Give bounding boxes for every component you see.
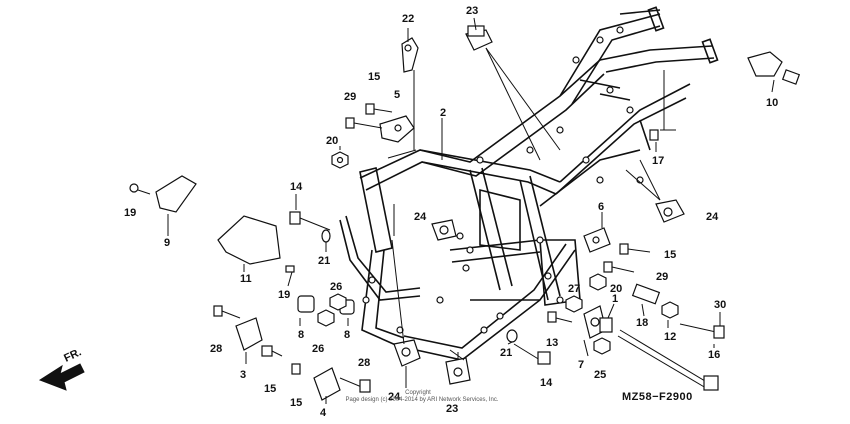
bolt-29-upper xyxy=(345,117,383,129)
label-21-lower: 21 xyxy=(500,347,512,359)
nut-12 xyxy=(661,301,679,319)
label-15-lower-left: 15 xyxy=(264,383,276,395)
bolt-15-lower xyxy=(291,363,301,375)
clamp-24-left xyxy=(431,219,457,241)
bolt-14-lower xyxy=(513,343,551,365)
bracket-3 xyxy=(235,317,263,351)
label-23-bottom: 23 xyxy=(446,403,458,415)
label-4: 4 xyxy=(320,407,327,419)
nut-26-left xyxy=(317,309,335,327)
label-7: 7 xyxy=(578,359,584,371)
label-26-left: 26 xyxy=(312,343,324,355)
label-29-right: 29 xyxy=(656,271,668,283)
label-19-upper: 19 xyxy=(124,207,136,219)
label-26-right: 26 xyxy=(330,281,342,293)
label-28-lower: 28 xyxy=(358,357,370,369)
label-24-left: 24 xyxy=(414,211,427,223)
clip-22 xyxy=(401,37,419,73)
label-9: 9 xyxy=(164,237,170,249)
label-30: 30 xyxy=(714,299,726,311)
label-19-lower: 19 xyxy=(278,289,290,301)
nut-20-upper xyxy=(331,151,349,169)
label-24-bottom: 24 xyxy=(388,391,401,403)
front-label: FR. xyxy=(62,346,83,364)
collar-21-lower xyxy=(506,329,518,343)
bracket-6 xyxy=(583,227,611,253)
collar-18 xyxy=(631,283,661,305)
leader-lines xyxy=(167,17,775,404)
label-12: 12 xyxy=(664,331,676,343)
label-10: 10 xyxy=(766,97,778,109)
nut-27 xyxy=(565,295,583,313)
nut-25 xyxy=(593,337,611,355)
label-3: 3 xyxy=(240,369,246,381)
main-frame xyxy=(339,6,719,361)
label-6: 6 xyxy=(598,201,604,213)
label-8-left: 8 xyxy=(298,329,304,341)
clamp-23-bottom xyxy=(445,357,471,385)
label-22: 22 xyxy=(402,13,414,25)
diagram-code: MZ58−F2900 xyxy=(622,391,693,403)
bracket-5 xyxy=(379,115,415,143)
label-8-right: 8 xyxy=(344,329,350,341)
bolt-14-upper xyxy=(289,211,331,231)
bracket-4 xyxy=(313,367,341,401)
bolt-30 xyxy=(679,323,725,339)
bolt-16 xyxy=(617,329,719,391)
frame-holes xyxy=(362,26,644,334)
bolt-28-lower xyxy=(339,377,371,393)
label-2: 2 xyxy=(440,107,446,119)
part-labels: 22 23 15 29 5 2 20 10 17 19 9 14 24 21 1… xyxy=(124,5,778,419)
screw-19-upper xyxy=(129,183,151,195)
spacer-8-left xyxy=(297,295,315,313)
spacer-1 xyxy=(599,317,613,333)
label-16: 16 xyxy=(708,349,720,361)
copyright-line-2: Page design (c) 2004-2014 by ARI Network… xyxy=(345,397,498,403)
bolt-17 xyxy=(649,129,659,141)
label-28-left: 28 xyxy=(210,343,222,355)
label-14-lower: 14 xyxy=(540,377,553,389)
label-23-top: 23 xyxy=(466,5,478,17)
label-15-upper: 15 xyxy=(368,71,380,83)
front-direction-arrow: FR. xyxy=(38,346,85,391)
label-15-lower: 15 xyxy=(290,397,302,409)
label-14-upper: 14 xyxy=(290,181,303,193)
label-24-right: 24 xyxy=(706,211,719,223)
collar-21-upper xyxy=(321,229,331,243)
clamp-23-top xyxy=(465,25,493,51)
bolt-13 xyxy=(547,311,573,323)
guard-11 xyxy=(217,215,281,265)
label-29-upper: 29 xyxy=(344,91,356,103)
nut-26-right xyxy=(329,293,347,311)
clamp-24-bottom xyxy=(393,339,421,367)
label-17: 17 xyxy=(652,155,664,167)
label-5: 5 xyxy=(394,89,400,101)
nut-20-right xyxy=(589,273,607,291)
label-11: 11 xyxy=(240,273,252,285)
label-13: 13 xyxy=(546,337,558,349)
label-27: 27 xyxy=(568,283,580,295)
cover-9 xyxy=(155,175,197,213)
label-18: 18 xyxy=(636,317,648,329)
label-20-upper: 20 xyxy=(326,135,338,147)
clamp-24-right xyxy=(655,199,685,223)
label-25: 25 xyxy=(594,369,606,381)
bolt-28-left xyxy=(213,305,241,319)
label-15-right: 15 xyxy=(664,249,676,261)
screw-19-lower xyxy=(285,265,295,273)
lock-10 xyxy=(747,51,801,85)
label-21-upper: 21 xyxy=(318,255,330,267)
label-20-right: 20 xyxy=(610,283,622,295)
bolt-15-right xyxy=(619,243,651,255)
bolt-15-lower-left xyxy=(261,345,283,357)
bolt-29-right xyxy=(603,261,635,273)
copyright-line-1: Copyright xyxy=(405,390,431,396)
label-1: 1 xyxy=(612,293,618,305)
bolt-15-upper xyxy=(365,103,393,115)
